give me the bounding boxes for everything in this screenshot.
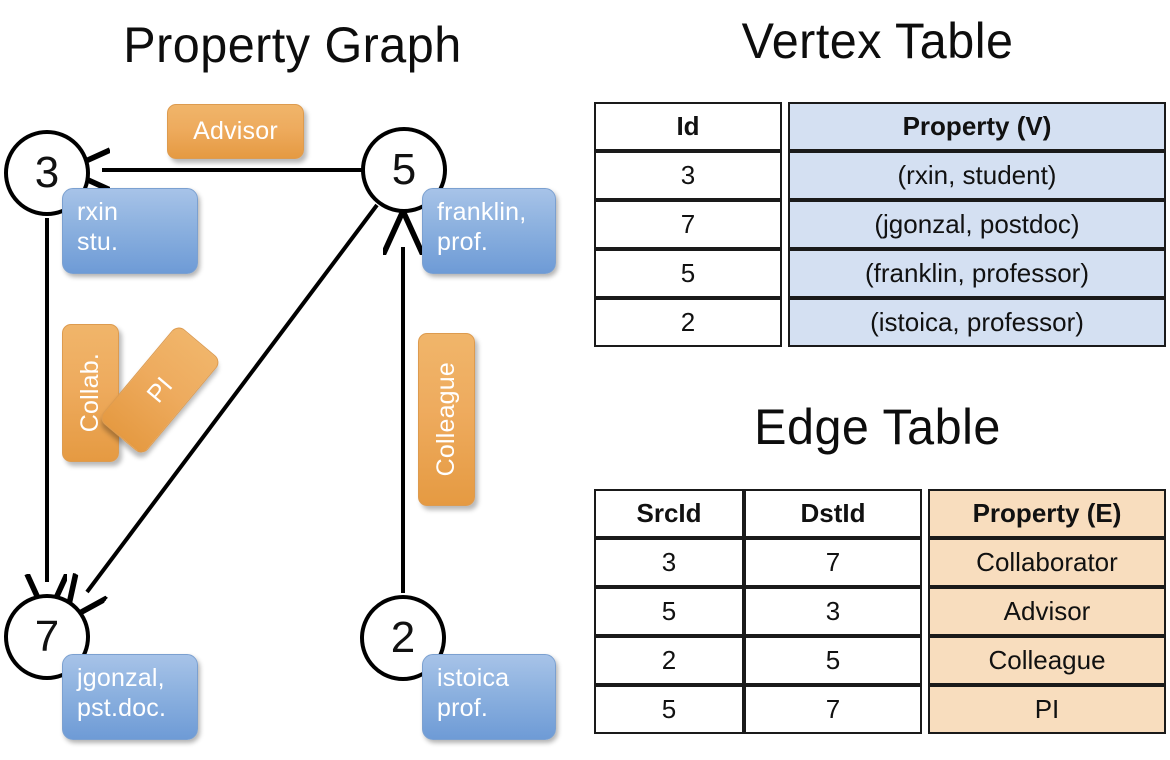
edge-table-header-property: Property (E) xyxy=(928,489,1166,538)
table-row: 5 7 PI xyxy=(594,685,1166,734)
edge-label-advisor: Advisor xyxy=(167,104,304,159)
edge-table-cell-property: Advisor xyxy=(928,587,1166,636)
vertex-property-box-5: franklin, prof. xyxy=(422,188,556,274)
vertex-property-role-3: stu. xyxy=(77,227,119,256)
edge-table-cell-src: 3 xyxy=(594,538,744,587)
vertex-table-cell-id: 5 xyxy=(594,249,782,298)
edge-table-cell-property: PI xyxy=(928,685,1166,734)
table-header-row: SrcId DstId Property (E) xyxy=(594,489,1166,538)
table-row: 5 (franklin, professor) xyxy=(594,249,1166,298)
table-row: 2 5 Colleague xyxy=(594,636,1166,685)
vertex-node-7-label: 7 xyxy=(34,612,60,661)
vertex-property-name-5: franklin, xyxy=(437,198,527,226)
vertex-table-cell-id: 3 xyxy=(594,151,782,200)
edge-table-cell-dst: 7 xyxy=(744,685,922,734)
vertex-node-3-label: 3 xyxy=(34,148,60,197)
edge-table-cell-src: 5 xyxy=(594,685,744,734)
edge-table-cell-dst: 5 xyxy=(744,636,922,685)
edge-label-advisor-text: Advisor xyxy=(193,117,278,145)
table-row: 3 (rxin, student) xyxy=(594,151,1166,200)
vertex-table-cell-id: 2 xyxy=(594,298,782,347)
table-row: 3 7 Collaborator xyxy=(594,538,1166,587)
edge-table-header-dstid: DstId xyxy=(744,489,922,538)
edge-label-collab-text: Collab. xyxy=(76,353,104,433)
page-title-vertex-table: Vertex Table xyxy=(741,13,1014,69)
vertex-property-box-7: jgonzal, pst.doc. xyxy=(62,654,198,740)
edge-label-colleague-text: Colleague xyxy=(432,362,460,477)
vertex-property-role-2: prof. xyxy=(437,693,489,722)
property-graph-diagram: 3 5 7 2 rxin stu. franklin, prof. jgonza… xyxy=(0,0,585,760)
vertex-property-box-3: rxin stu. xyxy=(62,188,198,274)
page-title-edge-table: Edge Table xyxy=(754,399,1001,455)
edge-label-colleague: Colleague xyxy=(418,333,475,506)
vertex-node-2[interactable]: 2 xyxy=(360,595,446,681)
vertex-table-cell-property: (jgonzal, postdoc) xyxy=(788,200,1166,249)
edge-table-cell-src: 2 xyxy=(594,636,744,685)
table-row: 7 (jgonzal, postdoc) xyxy=(594,200,1166,249)
table-row: 2 (istoica, professor) xyxy=(594,298,1166,347)
vertex-table-cell-property: (franklin, professor) xyxy=(788,249,1166,298)
table-header-row: Id Property (V) xyxy=(594,102,1166,151)
vertex-property-role-7: pst.doc. xyxy=(77,693,167,722)
edge-label-collab: Collab. xyxy=(62,324,119,462)
vertex-table-cell-property: (istoica, professor) xyxy=(788,298,1166,347)
edge-table-cell-dst: 7 xyxy=(744,538,922,587)
edge-table-cell-src: 5 xyxy=(594,587,744,636)
vertex-node-5-label: 5 xyxy=(391,145,417,194)
edge-label-pi-text: PI xyxy=(141,371,179,408)
vertex-property-name-3: rxin xyxy=(77,198,119,226)
edge-table: SrcId DstId Property (E) 3 7 Collaborato… xyxy=(594,489,1166,734)
edge-table-header-srcid: SrcId xyxy=(594,489,744,538)
vertex-property-box-2: istoica prof. xyxy=(422,654,556,740)
vertex-table: Id Property (V) 3 (rxin, student) 7 (jgo… xyxy=(594,102,1166,347)
vertex-table-header-id: Id xyxy=(594,102,782,151)
edge-table-cell-property: Colleague xyxy=(928,636,1166,685)
table-row: 5 3 Advisor xyxy=(594,587,1166,636)
edge-table-cell-property: Collaborator xyxy=(928,538,1166,587)
edge-table-cell-dst: 3 xyxy=(744,587,922,636)
edge-5-to-7 xyxy=(87,203,379,592)
vertex-table-cell-property: (rxin, student) xyxy=(788,151,1166,200)
vertex-property-name-2: istoica xyxy=(437,664,510,692)
page-title-property-graph: Property Graph xyxy=(123,17,462,73)
vertex-node-2-label: 2 xyxy=(390,613,416,662)
vertex-property-role-5: prof. xyxy=(437,227,489,256)
vertex-table-header-property: Property (V) xyxy=(788,102,1166,151)
graph-edges-svg xyxy=(0,0,585,760)
vertex-property-name-7: jgonzal, xyxy=(77,664,165,692)
vertex-table-cell-id: 7 xyxy=(594,200,782,249)
